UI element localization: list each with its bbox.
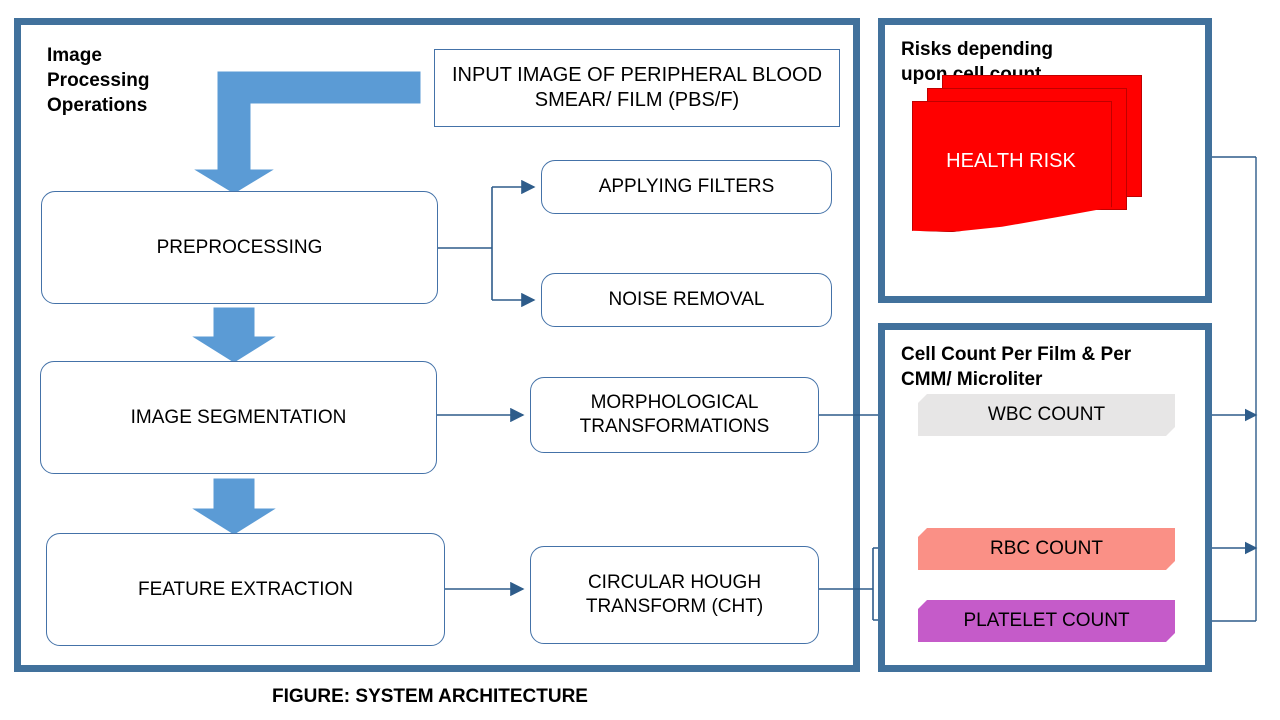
health-risk-document-stack[interactable]: HEALTH RISK <box>912 75 1142 232</box>
health-risk-label: HEALTH RISK <box>946 149 1076 172</box>
figure-caption: FIGURE: SYSTEM ARCHITECTURE <box>272 686 588 707</box>
node-image-segmentation[interactable]: IMAGE SEGMENTATION <box>40 361 437 474</box>
node-morphological-transformations[interactable]: MORPHOLOGICAL TRANSFORMATIONS <box>530 377 819 453</box>
node-rbc-count[interactable]: RBC COUNT <box>918 528 1175 570</box>
node-noise-removal[interactable]: NOISE REMOVAL <box>541 273 832 327</box>
rbc-count-label: RBC COUNT <box>990 538 1103 559</box>
health-risk-sheet-front <box>912 101 1112 232</box>
node-wbc-count[interactable]: WBC COUNT <box>918 394 1175 436</box>
panel-title-image-processing-operations: Image Processing Operations <box>47 45 150 117</box>
wbc-count-label: WBC COUNT <box>987 404 1106 425</box>
platelet-count-label: PLATELET COUNT <box>963 610 1130 631</box>
node-preprocessing[interactable]: PREPROCESSING <box>41 191 438 304</box>
panel-title-cell-count: Cell Count Per Film & Per CMM/ Microlite… <box>901 344 1132 391</box>
node-circular-hough-transform[interactable]: CIRCULAR HOUGH TRANSFORM (CHT) <box>530 546 819 644</box>
node-input-image[interactable]: INPUT IMAGE OF PERIPHERAL BLOOD SMEAR/ F… <box>434 49 840 127</box>
node-platelet-count[interactable]: PLATELET COUNT <box>918 600 1175 642</box>
node-applying-filters[interactable]: APPLYING FILTERS <box>541 160 832 214</box>
node-feature-extraction[interactable]: FEATURE EXTRACTION <box>46 533 445 646</box>
